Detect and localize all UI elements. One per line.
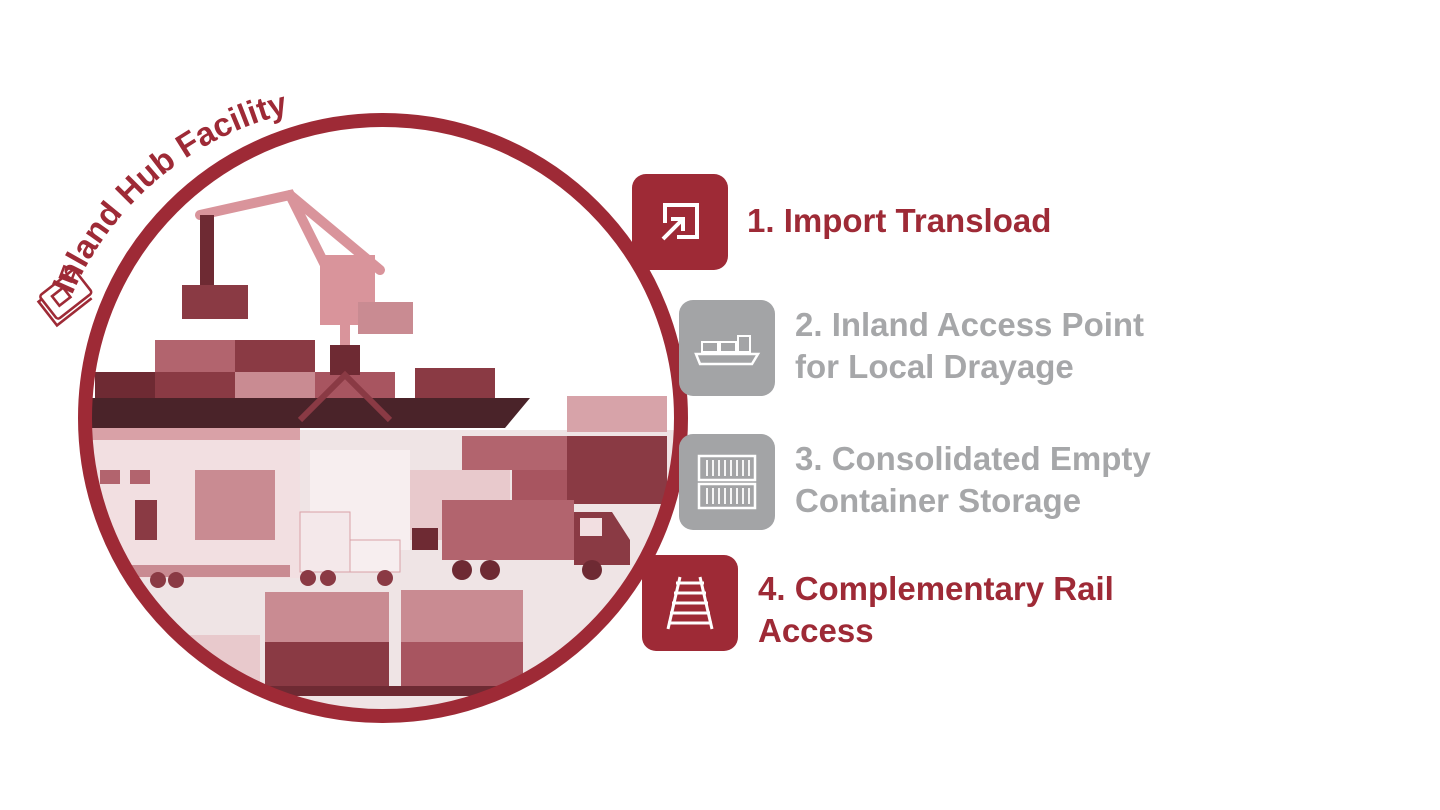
hub-ring (78, 113, 688, 723)
trailer-left (130, 565, 290, 588)
item-1-line-1: 1. Import Transload (747, 202, 1052, 239)
rail-track-icon (666, 576, 714, 630)
blueprint-icon (36, 264, 93, 328)
item-3-line-2: Container Storage (795, 482, 1082, 519)
badge-2 (679, 300, 775, 396)
rail-cars (180, 590, 540, 696)
hanging-container (182, 285, 248, 319)
badge-1 (632, 174, 728, 270)
item-3-line-1: 3. Consolidated Empty (795, 440, 1151, 477)
item-2-line-1: 2. Inland Access Point (795, 306, 1145, 343)
truck-white (299, 511, 401, 586)
port-illustration (85, 120, 681, 716)
item-1-label: 1. Import Transload (747, 200, 1051, 242)
cargo-ship-icon (694, 335, 761, 366)
item-4-label: 4. Complementary Rail Access (758, 568, 1114, 652)
item-4-line-1: 4. Complementary Rail (758, 570, 1114, 607)
item-3-label: 3. Consolidated Empty Container Storage (795, 438, 1151, 522)
badge-3 (679, 434, 775, 530)
truck-red (442, 500, 630, 580)
item-2-label: 2. Inland Access Point for Local Drayage (795, 304, 1144, 388)
item-4-line-2: Access (758, 612, 874, 649)
item-2-line-2: for Local Drayage (795, 348, 1074, 385)
badge-4 (642, 555, 738, 651)
container-icon (697, 454, 757, 510)
warehouse (90, 428, 510, 578)
transload-arrow-icon (661, 203, 699, 241)
container-stack (462, 396, 667, 504)
